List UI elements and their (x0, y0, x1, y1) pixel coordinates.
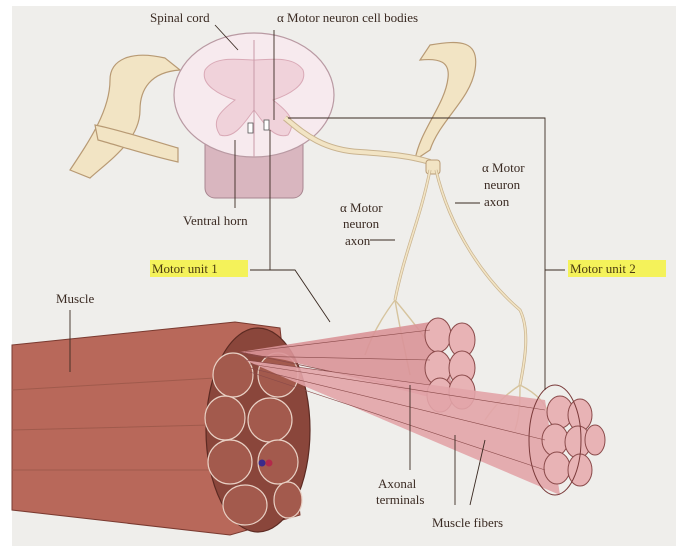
label-axonal-terminals-2: terminals (376, 492, 424, 507)
label-axon-right-3: axon (484, 194, 510, 209)
label-spinal-cord: Spinal cord (150, 10, 210, 25)
muscle-fiber-marker-2 (266, 460, 273, 467)
label-muscle-fibers: Muscle fibers (432, 515, 503, 530)
cell-body-2 (264, 120, 269, 130)
label-axon-left-2: neuron (343, 216, 380, 231)
label-alpha-cell-bodies: α Motor neuron cell bodies (277, 10, 418, 25)
muscle-fiber-marker-1 (259, 460, 266, 467)
label-axon-left-1: α Motor (340, 200, 383, 215)
label-ventral-horn: Ventral horn (183, 213, 248, 228)
label-axonal-terminals-1: Axonal (378, 476, 417, 491)
label-muscle: Muscle (56, 291, 95, 306)
label-motor-unit-2: Motor unit 2 (570, 261, 636, 276)
label-axon-right-2: neuron (484, 177, 521, 192)
cell-body-1 (248, 123, 253, 133)
label-axon-right-1: α Motor (482, 160, 525, 175)
label-axon-left-3: axon (345, 233, 371, 248)
label-motor-unit-1: Motor unit 1 (152, 261, 218, 276)
